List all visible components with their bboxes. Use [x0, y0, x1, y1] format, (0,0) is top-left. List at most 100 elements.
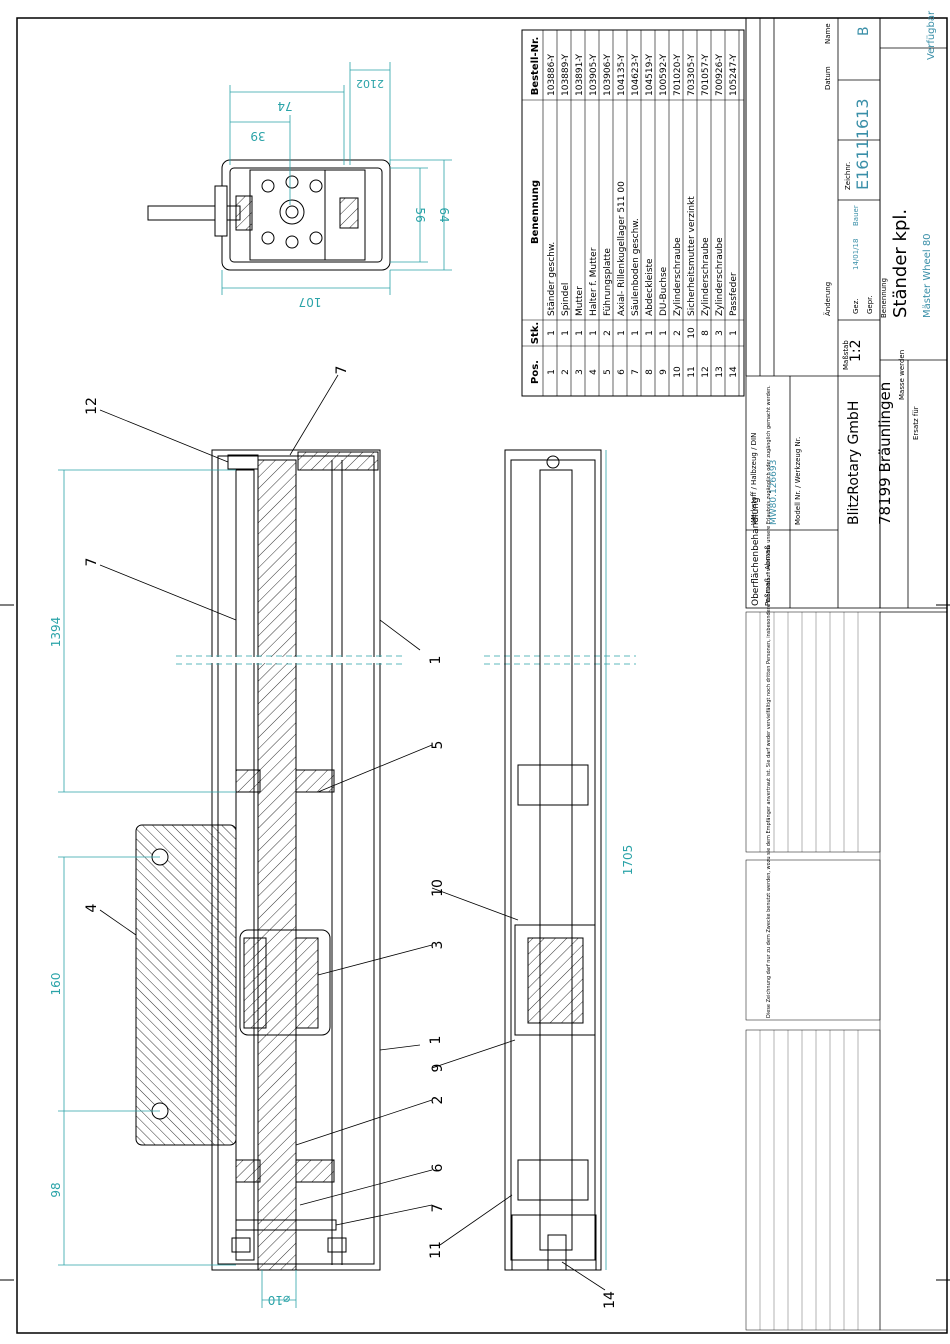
tolerance-tables: [745, 611, 948, 1331]
balloon-2: 2: [430, 1096, 446, 1105]
dim-56: 56: [413, 207, 427, 222]
balloon-1a: 1: [428, 656, 444, 665]
parts-header-pos: Pos.: [530, 360, 541, 384]
balloon-3: 3: [430, 941, 446, 950]
balloon-8: 7: [84, 558, 100, 567]
parts-row-nr: 103906-Y: [603, 53, 613, 96]
parts-row-name: Säulenboden geschw.: [631, 218, 641, 316]
balloon-6: 6: [430, 1163, 446, 1172]
parts-header-bestell: Bestell-Nr.: [530, 37, 541, 96]
balloon-1b: 1: [428, 1036, 444, 1045]
company-name: BlitzRotary GmbH: [846, 401, 862, 525]
dim-98: 98: [49, 1182, 63, 1197]
parts-row-stk: 1: [589, 330, 599, 336]
oberflaeche-label: Oberflächenbehandlung: [751, 497, 761, 606]
parts-row-stk: 1: [729, 330, 739, 336]
dim-160: 160: [49, 973, 63, 996]
parts-row-stk: 1: [575, 330, 585, 336]
parts-row-nr: 104519-Y: [645, 53, 655, 96]
gez-date: 14/01/18: [852, 239, 860, 270]
parts-row-stk: 8: [701, 330, 711, 336]
parts-header-benennung: Benennung: [530, 180, 541, 244]
parts-row-name: Abdeckleiste: [645, 258, 655, 316]
drawing-number: E16111613: [853, 98, 872, 190]
parts-list-table: Pos. Stk. Benennung Bestell-Nr. 11Stände…: [521, 29, 745, 397]
balloon-10: 9: [430, 1064, 446, 1073]
parts-row-name: Zylinderschraube: [701, 237, 711, 316]
parts-row-stk: 10: [687, 327, 697, 339]
parts-row-pos: 5: [603, 369, 613, 375]
copyright-note: Diese Zeichnung darf nur zu dem Zwecke b…: [766, 385, 772, 1018]
balloon-14: 14: [602, 1291, 618, 1309]
parts-row-pos: 9: [659, 369, 669, 375]
revision: B: [856, 26, 872, 36]
parts-row-name: Spindel: [561, 283, 571, 316]
verfuegbar-label: Verfügbar: [926, 10, 937, 60]
balloon-12: 11: [428, 1241, 444, 1259]
parts-row-name: Führungsplatte: [603, 248, 613, 316]
parts-row-name: Mutter: [575, 286, 585, 316]
parts-row-nr: 701020-Y: [673, 53, 683, 96]
parts-row-pos: 11: [687, 366, 697, 377]
parts-row-pos: 10: [673, 366, 683, 378]
aenderung-label: Änderung: [823, 282, 832, 316]
masse-label: Masse werden: [898, 350, 906, 400]
parts-row-nr: 105247-Y: [729, 53, 739, 96]
dim-d10: ⌀10: [268, 1293, 291, 1307]
balloon-9: 7: [334, 366, 350, 375]
parts-row-name: Axial- Rillenkugellager 511 00: [617, 181, 627, 316]
parts-row-stk: 2: [673, 330, 683, 336]
parts-row-pos: 14: [729, 366, 739, 378]
ersatz-label: Ersatz für: [912, 406, 920, 440]
drawing-title: Ständer kpl.: [890, 209, 911, 318]
dim-74: 74: [277, 99, 292, 113]
parts-row-nr: 700926-Y: [715, 53, 725, 96]
parts-row-name: Passfeder: [729, 272, 739, 316]
parts-row-stk: 1: [617, 330, 627, 336]
company-city: 78199 Bräunlingen: [876, 382, 894, 525]
parts-row-stk: 3: [715, 330, 725, 336]
gepr-label: Gepr.: [866, 295, 874, 314]
balloon-13: 12: [84, 397, 100, 415]
parts-row-name: DU-Buchse: [659, 266, 669, 316]
parts-row-pos: 3: [575, 369, 585, 375]
end-view-drawing: [147, 159, 391, 271]
dim-2102: 2102: [356, 77, 384, 90]
parts-row-pos: 8: [645, 369, 655, 375]
scale-value: 1:2: [848, 339, 864, 362]
parts-row-pos: 7: [631, 369, 641, 375]
parts-header-stk: Stk.: [530, 322, 541, 344]
dim-1705: 1705: [621, 845, 635, 876]
parts-row-stk: 2: [603, 330, 613, 336]
balloon-4: 4: [84, 903, 100, 912]
parts-row-name: Sicherheitsmutter verzinkt: [687, 196, 697, 316]
parts-row-stk: 1: [645, 330, 655, 336]
parts-row-stk: 1: [547, 330, 557, 336]
dim-39: 39: [250, 129, 265, 143]
section-view-drawing: [135, 449, 381, 1271]
abmass-label: Abmaß: [764, 545, 772, 570]
title-label: Benennung: [880, 278, 888, 318]
parts-row-stk: 1: [659, 330, 669, 336]
parts-row-name: Halter f. Mutter: [589, 247, 599, 316]
parts-row-pos: 13: [715, 366, 725, 377]
dim-107: 107: [299, 295, 322, 309]
parts-row-pos: 2: [561, 369, 571, 375]
parts-row-nr: 103886-Y: [547, 53, 557, 96]
gez-label: Gez.: [852, 298, 860, 314]
parts-row-pos: 12: [701, 366, 711, 377]
scale-label: Maßstab: [842, 340, 850, 370]
parts-row-stk: 1: [561, 330, 571, 336]
parts-row-nr: 103889-Y: [561, 53, 571, 96]
drawing-number-label: Zeichnr.: [844, 162, 852, 190]
end-view-dimensions: [221, 62, 452, 295]
dim-1394: 1394: [49, 617, 63, 648]
parts-row-pos: 6: [617, 369, 627, 375]
parts-row-stk: 1: [631, 330, 641, 336]
parts-row-name: Ständer geschw.: [547, 242, 557, 316]
parts-row-nr: 104623-Y: [631, 53, 641, 96]
parts-row-name: Zylinderschraube: [715, 237, 725, 316]
datum-label: Datum: [824, 66, 832, 90]
parts-row-pos: 4: [589, 369, 599, 375]
